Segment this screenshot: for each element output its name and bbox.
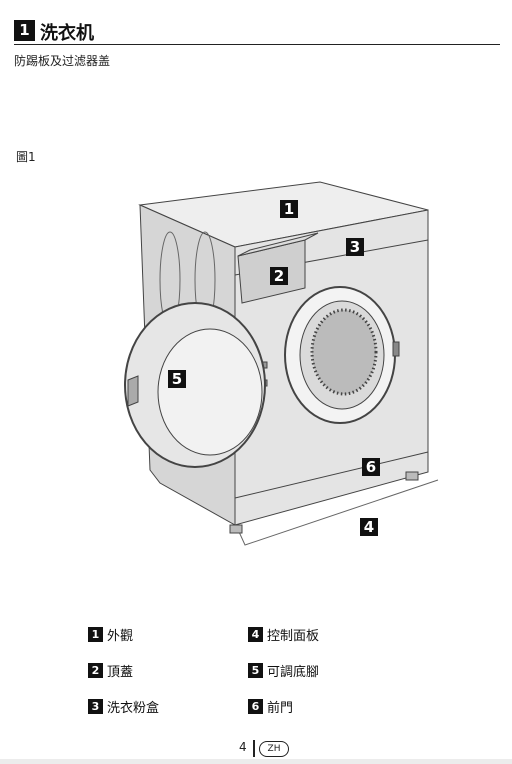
svg-text:1: 1 xyxy=(284,200,294,218)
legend-item-4: 4 控制面板 xyxy=(248,624,319,644)
svg-text:6: 6 xyxy=(366,458,376,476)
door-lock xyxy=(392,341,400,357)
callout-3: 3 xyxy=(346,238,364,256)
detergent-drawer-top xyxy=(237,232,319,257)
section-title: 洗衣机 xyxy=(40,23,94,44)
svg-text:2: 2 xyxy=(274,267,284,285)
legend-number: 6 xyxy=(248,698,263,714)
legend-number: 3 xyxy=(88,698,103,714)
language-badge: ZH xyxy=(259,741,289,757)
callout-5: 5 xyxy=(168,370,186,388)
foot-front xyxy=(229,524,243,534)
legend-number: 2 xyxy=(88,662,103,678)
bottom-strip xyxy=(0,759,512,764)
legend-item-6: 6 前門 xyxy=(248,696,293,716)
svg-text:4: 4 xyxy=(364,518,374,536)
foot-right xyxy=(405,471,419,481)
svg-text:3: 3 xyxy=(350,238,360,256)
footer-divider xyxy=(253,740,255,757)
legend-number: 1 xyxy=(88,626,103,642)
legend-item-1: 1 外觀 xyxy=(88,624,133,644)
legend-label: 頂蓋 xyxy=(107,664,134,680)
legend-item-2: 2 頂蓋 xyxy=(88,660,133,680)
svg-text:5: 5 xyxy=(172,370,182,388)
legend-label: 控制面板 xyxy=(267,628,320,644)
legend-number: 5 xyxy=(248,662,263,678)
legend-label: 洗衣粉盒 xyxy=(107,700,160,716)
section-header: 1 洗衣机 xyxy=(14,18,500,45)
callout-1: 1 xyxy=(280,200,298,218)
callout-6: 6 xyxy=(362,458,380,476)
kickplate-line xyxy=(234,451,429,499)
legend-label: 前門 xyxy=(267,700,294,716)
callout-2: 2 xyxy=(270,267,288,285)
subtitle: 防踢板及过滤器盖 xyxy=(14,54,111,68)
door-handle xyxy=(127,375,139,407)
callout-4: 4 xyxy=(360,518,378,536)
figure-label: 圖1 xyxy=(16,150,36,164)
legend-item-5: 5 可調底腳 xyxy=(248,660,319,680)
washing-machine-illustration: 1 2 3 5 6 4 xyxy=(124,181,439,546)
page-footer: 4 ZH xyxy=(0,740,512,760)
legend-item-3: 3 洗衣粉盒 xyxy=(88,696,159,716)
door-glass xyxy=(157,328,263,456)
page-number: 4 xyxy=(239,740,247,754)
legend-number: 4 xyxy=(248,626,263,642)
drum-perforations xyxy=(310,308,378,396)
section-number-badge: 1 xyxy=(14,20,35,41)
legend-label: 外觀 xyxy=(107,628,134,644)
legend-label: 可調底腳 xyxy=(267,664,320,680)
